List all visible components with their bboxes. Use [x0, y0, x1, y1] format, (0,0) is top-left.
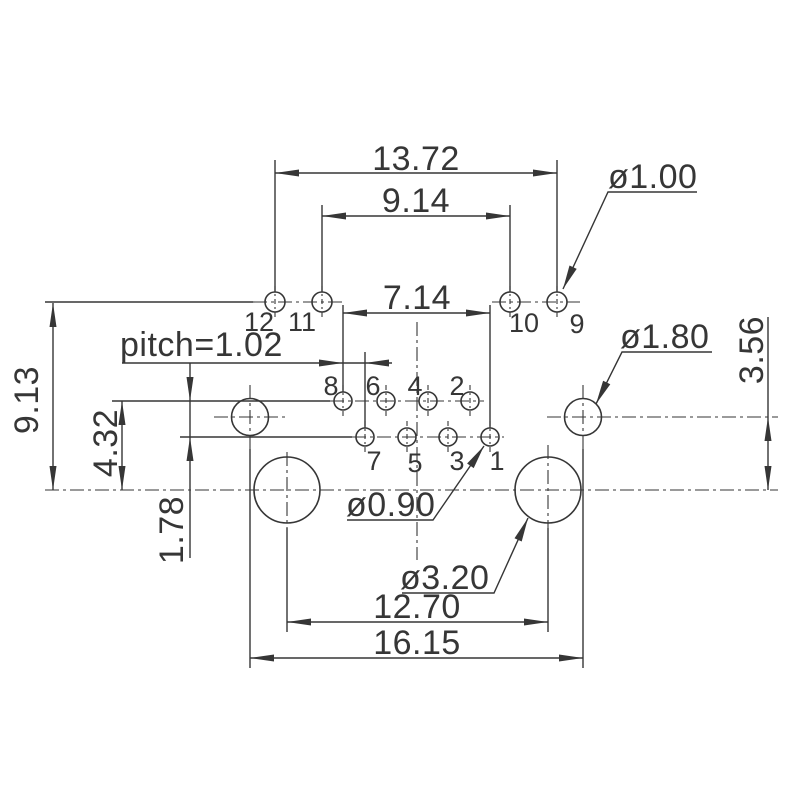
- arrow: [186, 377, 194, 401]
- dim-text-pitch: pitch=1.02: [120, 326, 283, 364]
- pin-2-hole: [460, 391, 480, 411]
- arrow: [365, 359, 389, 367]
- arrow: [764, 466, 772, 490]
- pin-4-hole: [418, 391, 438, 411]
- pin-label-12: 12: [244, 307, 274, 337]
- leader-arrow: [467, 446, 484, 469]
- pin-9-hole: [546, 291, 568, 313]
- pin-10-hole: [499, 291, 521, 313]
- dim-text-1-78: 1.78: [153, 496, 191, 564]
- arrow: [466, 309, 490, 317]
- side-hole-right: [563, 397, 603, 437]
- dim-text-3-56: 3.56: [733, 316, 771, 384]
- leader-arrow: [563, 265, 577, 289]
- dim-text-dia-0-90: ø0.90: [346, 486, 435, 524]
- extension-lines: [45, 160, 584, 668]
- dim-text-dia-1-80: ø1.80: [620, 318, 709, 356]
- holes: [230, 291, 603, 524]
- dim-text-dia-1-00: ø1.00: [608, 158, 697, 196]
- arrow: [118, 466, 126, 490]
- dimension-lines: [52, 172, 769, 659]
- pin-label-7: 7: [366, 446, 381, 476]
- leader-dia-0-90: [347, 445, 485, 521]
- arrow: [559, 654, 583, 662]
- leader-dia-3-20: [402, 517, 529, 594]
- pin-label-10: 10: [509, 308, 539, 338]
- arrow: [322, 212, 346, 220]
- dim-text-dia-3-20: ø3.20: [400, 559, 489, 597]
- dim-text-12-70: 12.70: [373, 588, 461, 626]
- pin-11-hole: [311, 291, 333, 313]
- pin-label-4: 4: [407, 371, 422, 401]
- arrow: [186, 437, 194, 461]
- pin-6-hole: [376, 391, 396, 411]
- arrow: [764, 417, 772, 441]
- leader-arrow: [514, 518, 528, 542]
- dim-text-9-13: 9.13: [8, 366, 46, 434]
- pin-3-hole: [438, 427, 458, 447]
- pin-label-3: 3: [449, 446, 464, 476]
- arrow: [275, 169, 299, 177]
- pin-label-6: 6: [365, 371, 380, 401]
- dim-text-13-72: 13.72: [372, 140, 460, 178]
- dim-text-16-15: 16.15: [373, 624, 461, 662]
- leader-dia-1-80: [595, 351, 712, 405]
- pin-label-8: 8: [323, 371, 338, 401]
- pin-8-hole: [333, 391, 353, 411]
- leader-arrow: [596, 380, 611, 404]
- arrow: [118, 401, 126, 425]
- arrow: [319, 359, 343, 367]
- arrow: [287, 618, 311, 626]
- dim-text-7-14: 7.14: [383, 279, 451, 317]
- arrow: [49, 466, 57, 490]
- pin-1-hole: [480, 427, 500, 447]
- pin-label-11: 11: [288, 307, 316, 337]
- pin-label-1: 1: [489, 446, 504, 476]
- leader-lines: [347, 191, 712, 594]
- pin-labels: 12 11 10 9 8 6 4 2 7 5 3 1: [244, 307, 585, 478]
- pin-label-9: 9: [569, 309, 584, 339]
- arrow: [486, 212, 510, 220]
- mount-hole-right: [514, 456, 582, 524]
- arrow: [533, 169, 557, 177]
- arrow: [524, 618, 548, 626]
- pin-label-5: 5: [407, 448, 422, 478]
- pin-12-hole: [264, 291, 286, 313]
- arrowheads: [49, 169, 772, 662]
- arrow: [49, 303, 57, 327]
- leader-dia-1-00: [562, 191, 697, 290]
- mount-hole-left: [253, 456, 321, 524]
- arrow: [343, 309, 367, 317]
- pin-7-hole: [355, 427, 375, 447]
- dim-text-4-32: 4.32: [87, 409, 125, 477]
- arrow: [250, 654, 274, 662]
- pin-label-2: 2: [449, 371, 464, 401]
- dimension-texts: 13.72 9.14 7.14 pitch=1.02 12.70 16.15 ø…: [8, 140, 771, 662]
- side-hole-left: [230, 397, 270, 437]
- pin-5-hole: [397, 427, 417, 447]
- dim-text-9-14: 9.14: [382, 182, 450, 220]
